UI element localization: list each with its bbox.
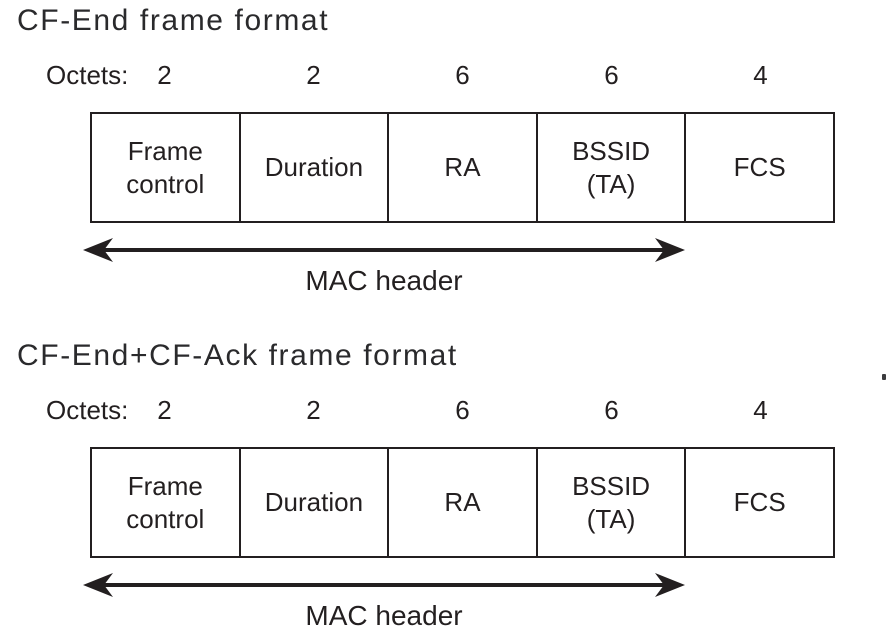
octet-count: 2 [157,60,172,90]
octet-count: 6 [604,60,619,90]
octet-count: 6 [604,395,619,425]
octet-count: 4 [753,60,768,90]
field-cell-bssid: BSSID (TA) [538,449,687,556]
section-title: CF-End frame format [17,4,330,37]
octet-count: 6 [455,395,470,425]
octet-count: 6 [455,60,470,90]
section-title: CF-End+CF-Ack frame format [17,339,458,372]
scan-artifact [882,374,886,380]
field-cell-duration: Duration [241,114,390,221]
octets-label: Octets: [46,395,129,425]
cf-end-cf-ack-section: CF-End+CF-Ack frame format Octets: 2 2 6… [0,335,888,642]
octet-count: 2 [306,395,321,425]
field-cell-fcs: FCS [733,152,786,182]
cf-end-section: CF-End frame format Octets: 2 2 6 6 4 Fr… [17,4,835,296]
field-cell-bssid: BSSID (TA) [538,114,687,221]
frame-field-table: Frame control Duration RA BSSID (TA) FCS [90,112,835,223]
octets-row: Octets: 2 2 6 6 4 [46,394,835,426]
mac-header-span-arrow [83,573,685,597]
field-cell-fcs: FCS [733,487,786,517]
field-cell-frame-control: Frame control [92,449,241,556]
field-cell-duration: Duration [241,449,390,556]
octet-count: 2 [306,60,321,90]
mac-header-label: MAC header [305,265,463,296]
octet-count: 4 [753,395,768,425]
frame-field-table: Frame control Duration RA BSSID (TA) FCS [90,447,835,558]
field-cell-ra: RA [389,114,538,221]
octets-row: Octets: 2 2 6 6 4 [46,59,835,91]
field-cell-ra: RA [389,449,538,556]
field-cell-frame-control: Frame control [92,114,241,221]
mac-header-label: MAC header [305,600,463,631]
mac-header-span-arrow [83,238,685,262]
octet-count: 2 [157,395,172,425]
octets-label: Octets: [46,60,129,90]
